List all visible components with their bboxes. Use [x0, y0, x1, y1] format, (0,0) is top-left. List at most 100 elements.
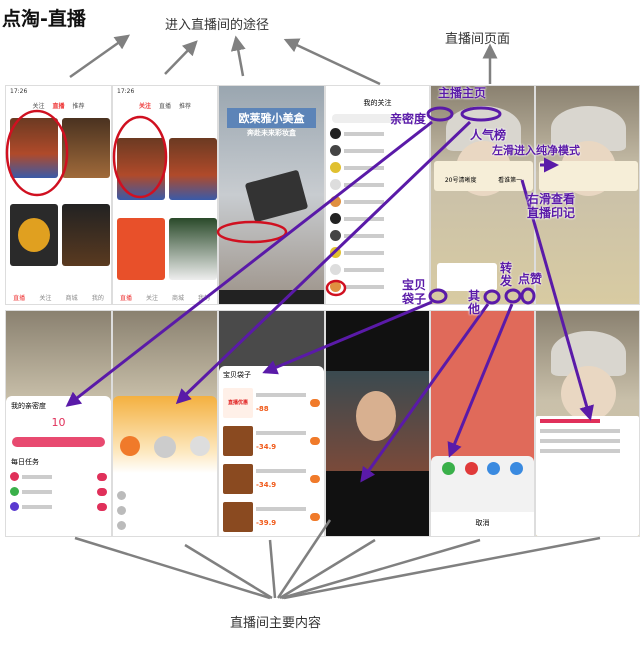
live-card[interactable] — [117, 138, 165, 200]
goods-price: -34.9 — [256, 443, 277, 451]
buy-button[interactable] — [310, 475, 320, 483]
goods-image — [223, 464, 253, 494]
rank-card[interactable] — [539, 161, 638, 191]
share-friends-icon[interactable] — [487, 462, 501, 475]
follow-list-item[interactable] — [326, 125, 429, 142]
goods-image — [223, 502, 253, 532]
tab-follow[interactable]: 关注 — [32, 103, 45, 110]
nav-mall[interactable]: 商城 — [65, 294, 78, 302]
live-card[interactable] — [10, 118, 58, 178]
fans-screen: 我的亲密度 10 每日任务 — [5, 310, 112, 537]
annotation-swipe-right: 右滑查看直播印记 — [527, 192, 576, 220]
avatar — [330, 213, 341, 224]
live-card[interactable] — [117, 218, 165, 280]
task-button[interactable] — [97, 502, 107, 511]
task-button[interactable] — [97, 487, 107, 496]
fans-count: 10 — [51, 416, 66, 429]
popularity-rank-screen — [112, 310, 218, 537]
tab-recommend[interactable]: 推荐 — [72, 103, 85, 110]
status-time: 17:26 — [10, 88, 28, 95]
product-popup[interactable] — [437, 263, 497, 291]
goods-item[interactable]: 直播优惠-88 — [219, 384, 324, 422]
video-banner: 欧莱雅小美盒 — [227, 108, 316, 128]
annotation-other: 其他 — [468, 289, 481, 316]
video-subtitle: 奔赴未来彩妆盒 — [247, 129, 296, 137]
buy-button[interactable] — [310, 513, 320, 521]
goods-item[interactable]: -34.9 — [219, 422, 324, 460]
entry-paths-label: 进入直播间的途径 — [165, 18, 270, 33]
buy-button[interactable] — [310, 437, 320, 445]
nav-live[interactable]: 直播 — [13, 294, 26, 302]
nav-me[interactable]: 我的 — [91, 294, 104, 302]
nav-follow[interactable]: 关注 — [39, 294, 52, 302]
more-options-screen — [325, 310, 430, 537]
follow-list-item[interactable] — [326, 159, 429, 176]
share-qq-icon[interactable] — [510, 462, 524, 475]
avatar — [330, 145, 341, 156]
nav-mall[interactable]: 商城 — [171, 294, 184, 302]
avatar — [330, 196, 341, 207]
follow-title: 我的关注 — [363, 99, 392, 107]
live-card[interactable] — [62, 204, 110, 266]
product-image — [244, 169, 309, 223]
share-wechat-icon[interactable] — [441, 462, 455, 475]
annotation-anchor-home: 主播主页 — [438, 86, 487, 100]
search-input[interactable] — [332, 114, 423, 123]
rank-item: 20号清晰度 — [444, 177, 477, 184]
annotation-bag: 宝贝袋子 — [402, 278, 427, 306]
goods-item[interactable]: -39.9 — [219, 498, 324, 536]
goods-item[interactable]: -34.9 — [219, 460, 324, 498]
live-card[interactable] — [169, 138, 217, 200]
nav-follow[interactable]: 关注 — [145, 294, 158, 302]
tab-follow[interactable]: 关注 — [138, 103, 151, 110]
avatar — [330, 179, 341, 190]
goods-price: -39.9 — [256, 519, 277, 527]
annotation-swipe-left: 左滑进入纯净模式 — [492, 144, 580, 157]
goods-image — [223, 426, 253, 456]
follow-list-item[interactable] — [326, 227, 429, 244]
follow-list-item[interactable] — [326, 210, 429, 227]
avatar — [330, 230, 341, 241]
live-imprint-screen — [535, 310, 640, 537]
live-card[interactable] — [169, 218, 217, 280]
follow-list-item[interactable] — [326, 176, 429, 193]
nav-live[interactable]: 直播 — [119, 294, 132, 302]
task-button[interactable] — [97, 472, 107, 481]
tab-live[interactable]: 直播 — [52, 103, 65, 110]
annotation-intimacy: 亲密度 — [390, 112, 427, 126]
video-feed-screen: 欧莱雅小美盒 奔赴未来彩妆盒 — [218, 85, 325, 305]
annotation-like: 点赞 — [518, 272, 543, 286]
follow-list-item[interactable] — [326, 261, 429, 278]
live-card[interactable] — [62, 118, 110, 178]
join-fans-button[interactable] — [12, 437, 105, 447]
avatar — [330, 247, 341, 258]
tab-recommend[interactable]: 推荐 — [179, 103, 192, 110]
tab-live[interactable]: 直播 — [158, 103, 171, 110]
live-card[interactable] — [10, 204, 58, 266]
buy-button[interactable] — [310, 399, 320, 407]
follow-list-item[interactable] — [326, 244, 429, 261]
share-screen: 取消 — [430, 310, 535, 537]
goods-price: -34.9 — [256, 481, 277, 489]
avatar — [330, 264, 341, 275]
follow-list-item[interactable] — [326, 142, 429, 159]
cancel-button[interactable]: 取消 — [431, 512, 534, 536]
nav-me[interactable]: 我的 — [197, 294, 210, 302]
status-time: 17:26 — [117, 88, 135, 95]
coupon-label: 直播优惠 — [223, 388, 253, 418]
follow-list-item[interactable] — [326, 193, 429, 210]
page-title: 点淘-直播 — [2, 8, 86, 30]
avatar — [330, 128, 341, 139]
avatar — [330, 281, 341, 292]
bag-title: 宝贝袋子 — [223, 371, 251, 379]
main-content-label: 直播间主要内容 — [230, 616, 322, 631]
goods-bag-screen: 宝贝袋子 直播优惠-88 -34.9 -34.9 -39.9 — [218, 310, 325, 537]
live-feed-screen-1: 17:26 关注直播推荐 直播关注商城我的 — [5, 85, 112, 305]
tasks-title: 每日任务 — [11, 458, 39, 466]
annotation-share: 转发 — [500, 261, 513, 288]
rank-item: 看谁第一 — [498, 177, 523, 184]
fans-title: 我的亲密度 — [11, 402, 46, 410]
live-feed-screen-2: 17:26 关注直播推荐 直播关注商城我的 — [112, 85, 218, 305]
rank-card[interactable]: 20号清晰度 看谁第一 — [434, 161, 533, 191]
share-weibo-icon[interactable] — [464, 462, 478, 475]
